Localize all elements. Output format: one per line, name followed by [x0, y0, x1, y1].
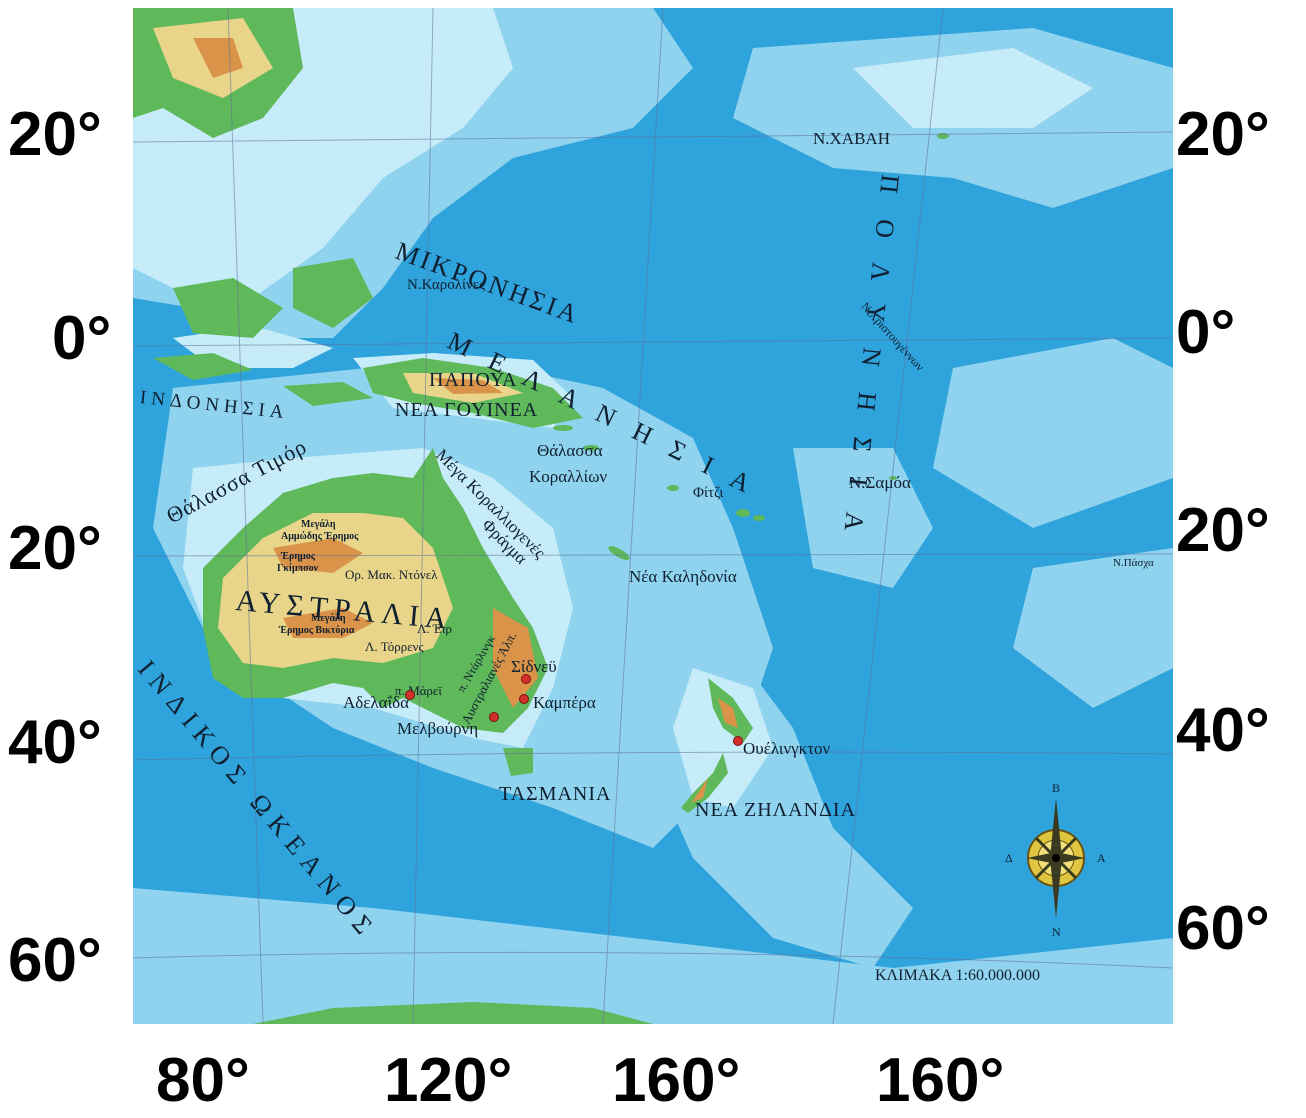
- map-panel[interactable]: ΜΙΚΡΟΝΗΣΙΑ ΜΕΛΑΝΗΣΙΑ ΠΟΛΥΝΗΣΙΑ ΙΝΔΟΝΗΣΙΑ…: [133, 8, 1173, 1024]
- label-carolines: Ν.Καρολίνες: [407, 277, 486, 293]
- new-zealand-land: [681, 678, 753, 813]
- label-adelaide: Αδελαΐδα: [343, 693, 410, 712]
- lon-label-80: 80°: [156, 1046, 250, 1115]
- lon-label-160-b: 160°: [876, 1046, 1005, 1115]
- label-wellington: Ουέλινγκτον: [743, 739, 831, 758]
- lat-label-right-60s: 60°: [1176, 894, 1270, 963]
- label-samoa: Ν.Σαμόα: [849, 473, 911, 492]
- city-marker-canberra: [519, 694, 529, 704]
- antarctica-land: [253, 1002, 653, 1024]
- label-lake-eyre: Λ. Έιρ: [417, 621, 452, 636]
- label-fiji: Φίτζι: [693, 485, 724, 501]
- new-guinea-land: [363, 358, 583, 428]
- label-victoria-2: Έρημος Βικτόρια: [279, 625, 355, 636]
- compass-east-label: Α: [1097, 851, 1106, 865]
- scale-label: ΚΛΙΜΑΚΑ 1:60.000.000: [875, 967, 1040, 984]
- label-sandy-desert-2: Αμμώδης Έρημος: [281, 531, 359, 542]
- australia-land: [203, 448, 548, 776]
- label-coral-sea-2: Κοραλλίων: [529, 467, 608, 486]
- label-hawaii: Ν.ΧΑΒΑΗ: [813, 129, 890, 148]
- lat-label-right-0: 0°: [1176, 298, 1236, 367]
- label-new-zealand: ΝΕΑ ΖΗΛΑΝΔΙΑ: [695, 799, 857, 821]
- lat-label-right-20n: 20°: [1176, 100, 1270, 169]
- lat-label-left-20n: 20°: [8, 100, 102, 169]
- label-easter: Ν.Πάσχα: [1113, 557, 1154, 569]
- compass-rose: Β Ν Α Δ: [1001, 780, 1111, 940]
- pacific-islands: [553, 133, 949, 560]
- lon-label-160-a: 160°: [612, 1046, 741, 1115]
- graticule: [133, 8, 1173, 1024]
- label-canberra: Καμπέρα: [533, 693, 596, 712]
- lat-label-left-40s: 40°: [8, 708, 102, 777]
- lat-label-left-20s: 20°: [8, 514, 102, 583]
- lat-label-left-0: 0°: [52, 304, 112, 373]
- label-lake-torrens: Λ. Τόρρενς: [365, 639, 424, 654]
- city-marker-melbourne: [489, 712, 499, 722]
- label-coral-sea-1: Θάλασσα: [537, 441, 603, 460]
- label-melbourne: Μελβούρνη: [397, 719, 479, 738]
- label-sandy-desert-1: Μεγάλη: [301, 519, 336, 530]
- city-marker-adelaide: [405, 690, 415, 700]
- city-marker-wellington: [733, 736, 743, 746]
- label-new-caledonia: Νέα Καληδονία: [629, 567, 737, 586]
- compass-icon: [1027, 798, 1085, 918]
- label-macdonnell: Ορ. Μακ. Ντόνελ: [345, 567, 438, 582]
- lat-label-right-20s: 20°: [1176, 496, 1270, 565]
- map-graphic: [133, 8, 1173, 1024]
- label-sydney: Σίδνεϋ: [511, 657, 557, 676]
- label-papua-1: ΠΑΠΟΥΑ: [429, 369, 518, 391]
- city-marker-sydney: [521, 674, 531, 684]
- label-tasmania: ΤΑΣΜΑΝΙΑ: [499, 783, 612, 805]
- label-papua-2: ΝΕΑ ΓΟΥΙΝΕΑ: [395, 399, 539, 421]
- lon-label-120: 120°: [384, 1046, 513, 1115]
- lat-label-left-60s: 60°: [8, 926, 102, 995]
- lat-label-right-40s: 40°: [1176, 696, 1270, 765]
- compass-north-label: Β: [1052, 781, 1061, 795]
- compass-south-label: Ν: [1052, 925, 1061, 939]
- label-gibson-1: Έρημος: [281, 551, 315, 562]
- label-gibson-2: Γκίμπσον: [277, 563, 319, 574]
- compass-west-label: Δ: [1005, 851, 1013, 865]
- label-victoria-1: Μεγάλη: [311, 613, 346, 624]
